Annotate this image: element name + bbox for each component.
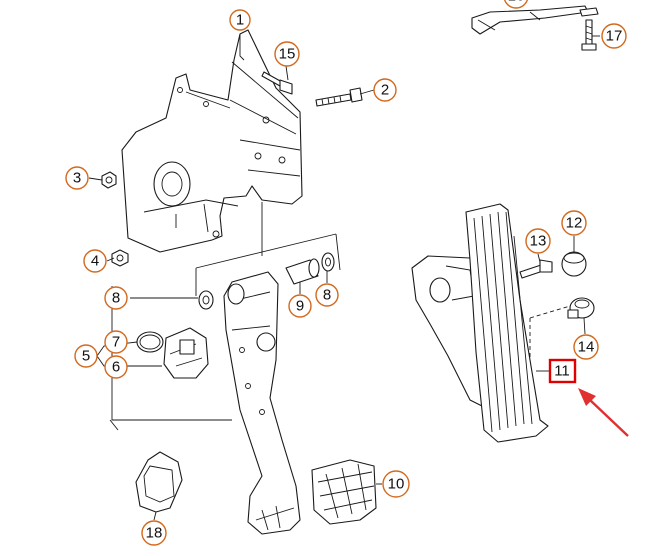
washer-8-right xyxy=(321,252,335,272)
callout-18-label: 18 xyxy=(146,525,163,542)
bolt-15 xyxy=(261,71,293,95)
callout-8-right-label: 8 xyxy=(323,287,331,304)
pedal-bracket xyxy=(121,29,303,253)
callout-7[interactable]: 7 xyxy=(104,330,128,354)
callout-1-label: 1 xyxy=(236,12,244,29)
callout-9[interactable]: 9 xyxy=(288,294,312,318)
switch-6 xyxy=(163,327,209,379)
callout-7-label: 7 xyxy=(112,334,120,351)
callout-12-label: 12 xyxy=(566,215,583,232)
nut-3 xyxy=(101,171,117,189)
callout-5[interactable]: 5 xyxy=(74,344,98,368)
o-ring-7 xyxy=(136,331,164,353)
assembly-lines xyxy=(109,202,341,431)
callout-10[interactable]: 10 xyxy=(382,470,410,498)
highlight-box xyxy=(548,358,577,384)
callout-3-label: 3 xyxy=(73,170,81,187)
highlight-arrowhead xyxy=(578,388,596,406)
callout-14-label: 14 xyxy=(578,339,595,356)
callout-4-label: 4 xyxy=(91,253,99,270)
bolt-2 xyxy=(315,87,363,107)
callout-16-label: 16 xyxy=(508,0,525,5)
callout-10-label: 10 xyxy=(388,476,405,493)
callout-16[interactable]: 16 xyxy=(503,0,529,9)
callout-13[interactable]: 13 xyxy=(525,228,551,254)
callout-14[interactable]: 14 xyxy=(573,334,599,360)
cover-18 xyxy=(135,451,183,513)
bushing-9 xyxy=(285,258,320,285)
callout-2[interactable]: 2 xyxy=(373,78,397,102)
callout-15-label: 15 xyxy=(279,46,296,63)
highlight-arrow xyxy=(589,399,629,437)
callout-8-right[interactable]: 8 xyxy=(315,283,339,307)
callout-17-label: 17 xyxy=(606,28,623,45)
callout-18[interactable]: 18 xyxy=(141,520,167,546)
pedal-pad-10 xyxy=(311,459,377,525)
callout-15[interactable]: 15 xyxy=(274,41,300,67)
brake-pedal xyxy=(223,271,301,535)
callout-12[interactable]: 12 xyxy=(561,210,587,236)
callout-11-label: 11 xyxy=(554,363,570,380)
highlight xyxy=(548,358,629,437)
callout-3[interactable]: 3 xyxy=(65,166,89,190)
nut-4 xyxy=(111,249,129,267)
callout-4[interactable]: 4 xyxy=(83,249,107,273)
top-right-bracket xyxy=(471,5,599,51)
accelerator-pedal-11 xyxy=(465,203,549,443)
callout-17[interactable]: 17 xyxy=(601,23,627,49)
bumper-14 xyxy=(567,297,595,319)
cap-12 xyxy=(561,251,587,277)
callout-6-label: 6 xyxy=(112,359,120,376)
callout-9-label: 9 xyxy=(296,298,304,315)
screw-13 xyxy=(519,259,553,279)
leader-lines xyxy=(88,0,600,521)
callout-13-label: 13 xyxy=(530,233,547,250)
callout-11[interactable]: 11 xyxy=(554,363,570,380)
washer-8-left xyxy=(198,290,214,310)
callout-8-left-label: 8 xyxy=(112,290,120,307)
callout-6[interactable]: 6 xyxy=(104,355,128,379)
accelerator-assembly-lines xyxy=(529,305,571,360)
callout-5-label: 5 xyxy=(82,348,90,365)
callout-8-left[interactable]: 8 xyxy=(104,286,128,310)
callout-1[interactable]: 1 xyxy=(229,9,251,31)
callout-2-label: 2 xyxy=(381,82,389,99)
